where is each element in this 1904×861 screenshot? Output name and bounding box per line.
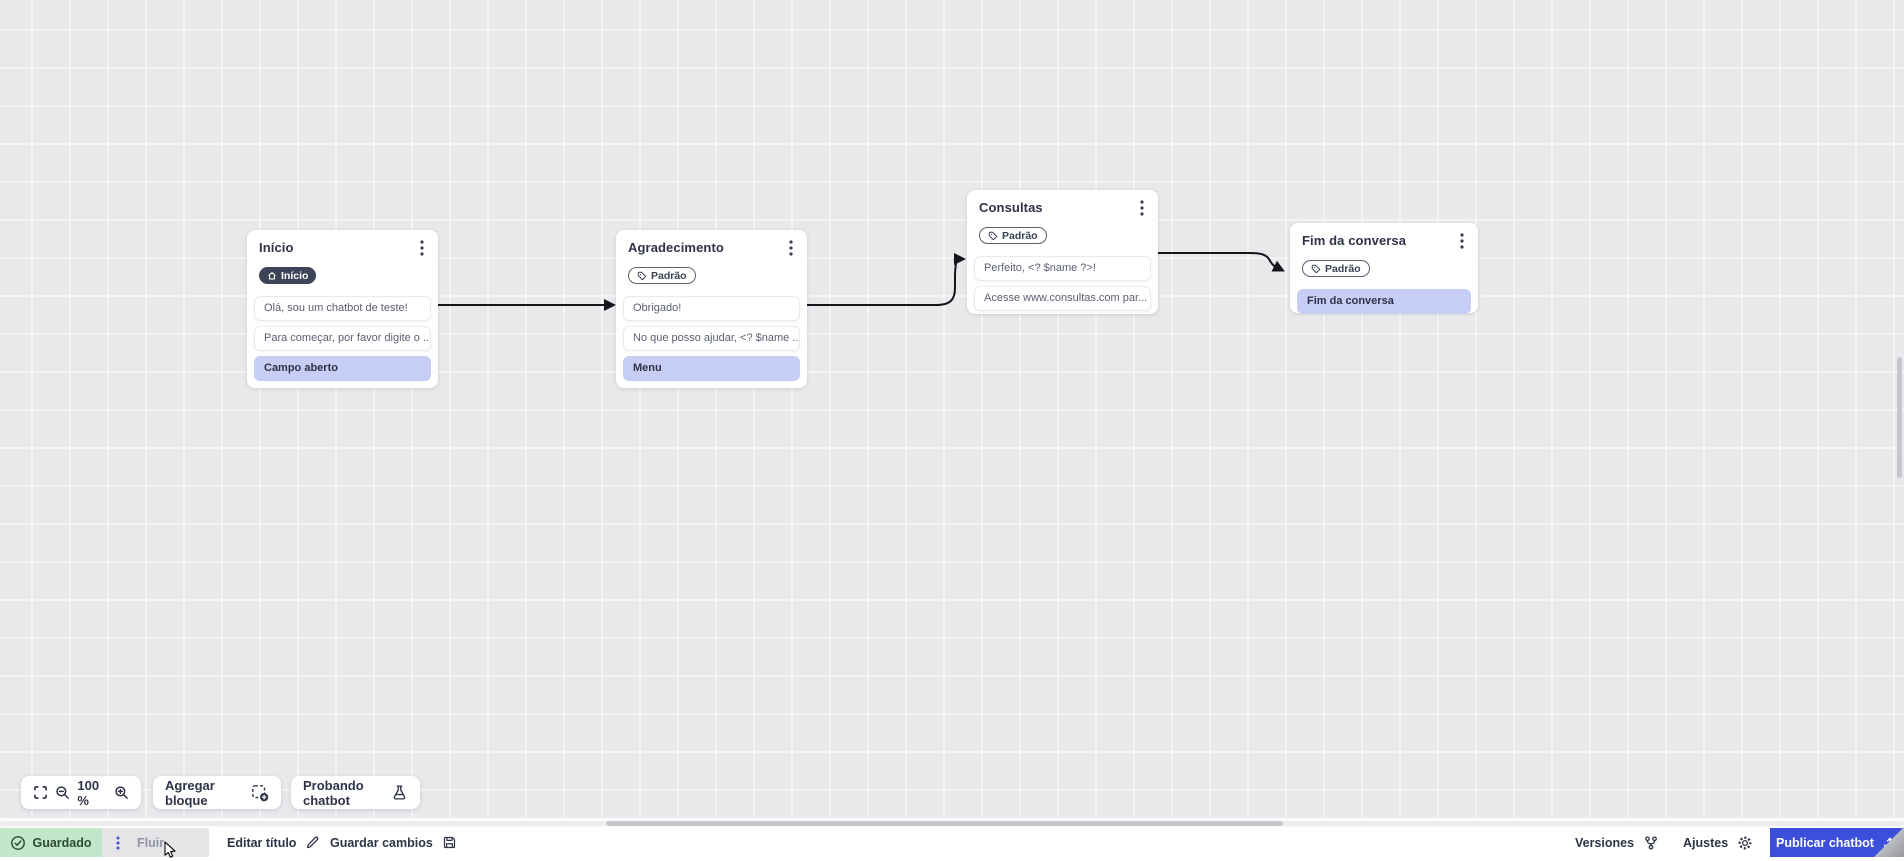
versions-button[interactable]: Versiones — [1575, 828, 1659, 857]
zoom-out-icon[interactable] — [55, 785, 70, 800]
kebab-menu-icon[interactable] — [116, 836, 120, 850]
edit-title-button[interactable]: Editar título — [227, 828, 320, 857]
flow-node-consultas[interactable]: Consultas Padrão Perfeito, <? $name ?>! … — [967, 190, 1158, 314]
kebab-menu-icon[interactable] — [1138, 200, 1146, 220]
horizontal-scrollbar — [0, 817, 1904, 828]
kebab-menu-icon[interactable] — [787, 240, 795, 260]
status-bar: Guardado Fluir Editar título Guardar cam… — [0, 828, 1904, 857]
settings-label: Ajustes — [1683, 835, 1729, 850]
action-card[interactable]: Menu — [623, 356, 800, 381]
saved-status-badge: Guardado — [0, 828, 102, 857]
message-card[interactable]: Olá, sou um chatbot de teste! — [254, 296, 431, 321]
zoom-level: 100 % — [77, 777, 100, 808]
message-card[interactable]: No que posso ajudar, <? $name ... — [623, 326, 800, 351]
saved-label: Guardado — [32, 835, 92, 850]
flow-tab-label: Fluir — [137, 835, 165, 850]
node-title: Fim da conversa — [1302, 233, 1407, 248]
zoom-in-icon[interactable] — [114, 785, 129, 800]
kebab-menu-icon[interactable] — [1458, 233, 1466, 253]
test-chatbot-label: Probando chatbot — [303, 777, 364, 808]
message-card[interactable]: Para começar, por favor digite o ... — [254, 326, 431, 351]
node-header: Consultas — [974, 198, 1151, 220]
node-title: Agradecimento — [628, 240, 724, 255]
check-circle-icon — [11, 835, 26, 850]
save-changes-label: Guardar cambios — [330, 835, 433, 850]
tab-flow[interactable]: Fluir — [102, 828, 209, 857]
flow-node-fim-da-conversa[interactable]: Fim da conversa Padrão Fim da conversa — [1290, 223, 1478, 314]
vertical-scrollbar-thumb[interactable] — [1897, 357, 1902, 478]
tag-icon — [988, 231, 998, 240]
message-card[interactable]: Perfeito, <? $name ?>! — [974, 256, 1151, 281]
tag-icon — [637, 271, 647, 280]
node-type-badge: Início — [259, 267, 317, 284]
flow-canvas[interactable] — [0, 0, 1904, 818]
versions-icon — [1645, 835, 1657, 850]
add-block-button[interactable]: Agregar bloque — [153, 776, 281, 809]
flow-node-inicio[interactable]: Início Início Olá, sou um chatbot de tes… — [247, 230, 438, 388]
pencil-icon — [307, 836, 319, 849]
tag-icon — [1311, 264, 1321, 273]
node-header: Início — [254, 238, 431, 260]
node-type-badge: Padrão — [1302, 260, 1370, 277]
home-icon — [268, 271, 276, 279]
edit-title-label: Editar título — [227, 835, 297, 850]
add-block-icon — [251, 784, 269, 802]
horizontal-scrollbar-thumb[interactable] — [606, 821, 1283, 826]
publish-label: Publicar chatbot — [1776, 835, 1874, 850]
add-block-label: Agregar bloque — [165, 777, 215, 808]
versions-label: Versiones — [1575, 835, 1635, 850]
message-card[interactable]: Acesse www.consultas.com par... — [974, 286, 1151, 311]
settings-button[interactable]: Ajustes — [1683, 828, 1753, 857]
save-icon — [443, 836, 455, 849]
zoom-controls: 100 % — [21, 776, 141, 809]
node-header: Agradecimento — [623, 238, 800, 260]
action-card[interactable]: Fim da conversa — [1297, 289, 1471, 314]
action-card[interactable]: Campo aberto — [254, 356, 431, 381]
node-type-badge: Padrão — [979, 227, 1047, 244]
flask-icon — [391, 784, 408, 801]
flow-node-agradecimento[interactable]: Agradecimento Padrão Obrigado! No que po… — [616, 230, 807, 388]
badge-label: Início — [281, 269, 309, 282]
badge-label: Padrão — [1325, 262, 1361, 275]
node-type-badge: Padrão — [628, 267, 696, 284]
fit-view-icon[interactable] — [33, 785, 48, 800]
badge-label: Padrão — [651, 269, 687, 282]
save-changes-button[interactable]: Guardar cambios — [330, 828, 457, 857]
publish-chatbot-button[interactable]: Publicar chatbot — [1770, 828, 1904, 857]
node-title: Consultas — [979, 200, 1043, 215]
gear-icon — [1738, 836, 1752, 849]
test-chatbot-button[interactable]: Probando chatbot — [291, 776, 420, 809]
kebab-menu-icon[interactable] — [418, 240, 426, 260]
node-title: Início — [259, 240, 294, 255]
message-card[interactable]: Obrigado! — [623, 296, 800, 321]
node-header: Fim da conversa — [1297, 231, 1471, 253]
badge-label: Padrão — [1002, 229, 1038, 242]
